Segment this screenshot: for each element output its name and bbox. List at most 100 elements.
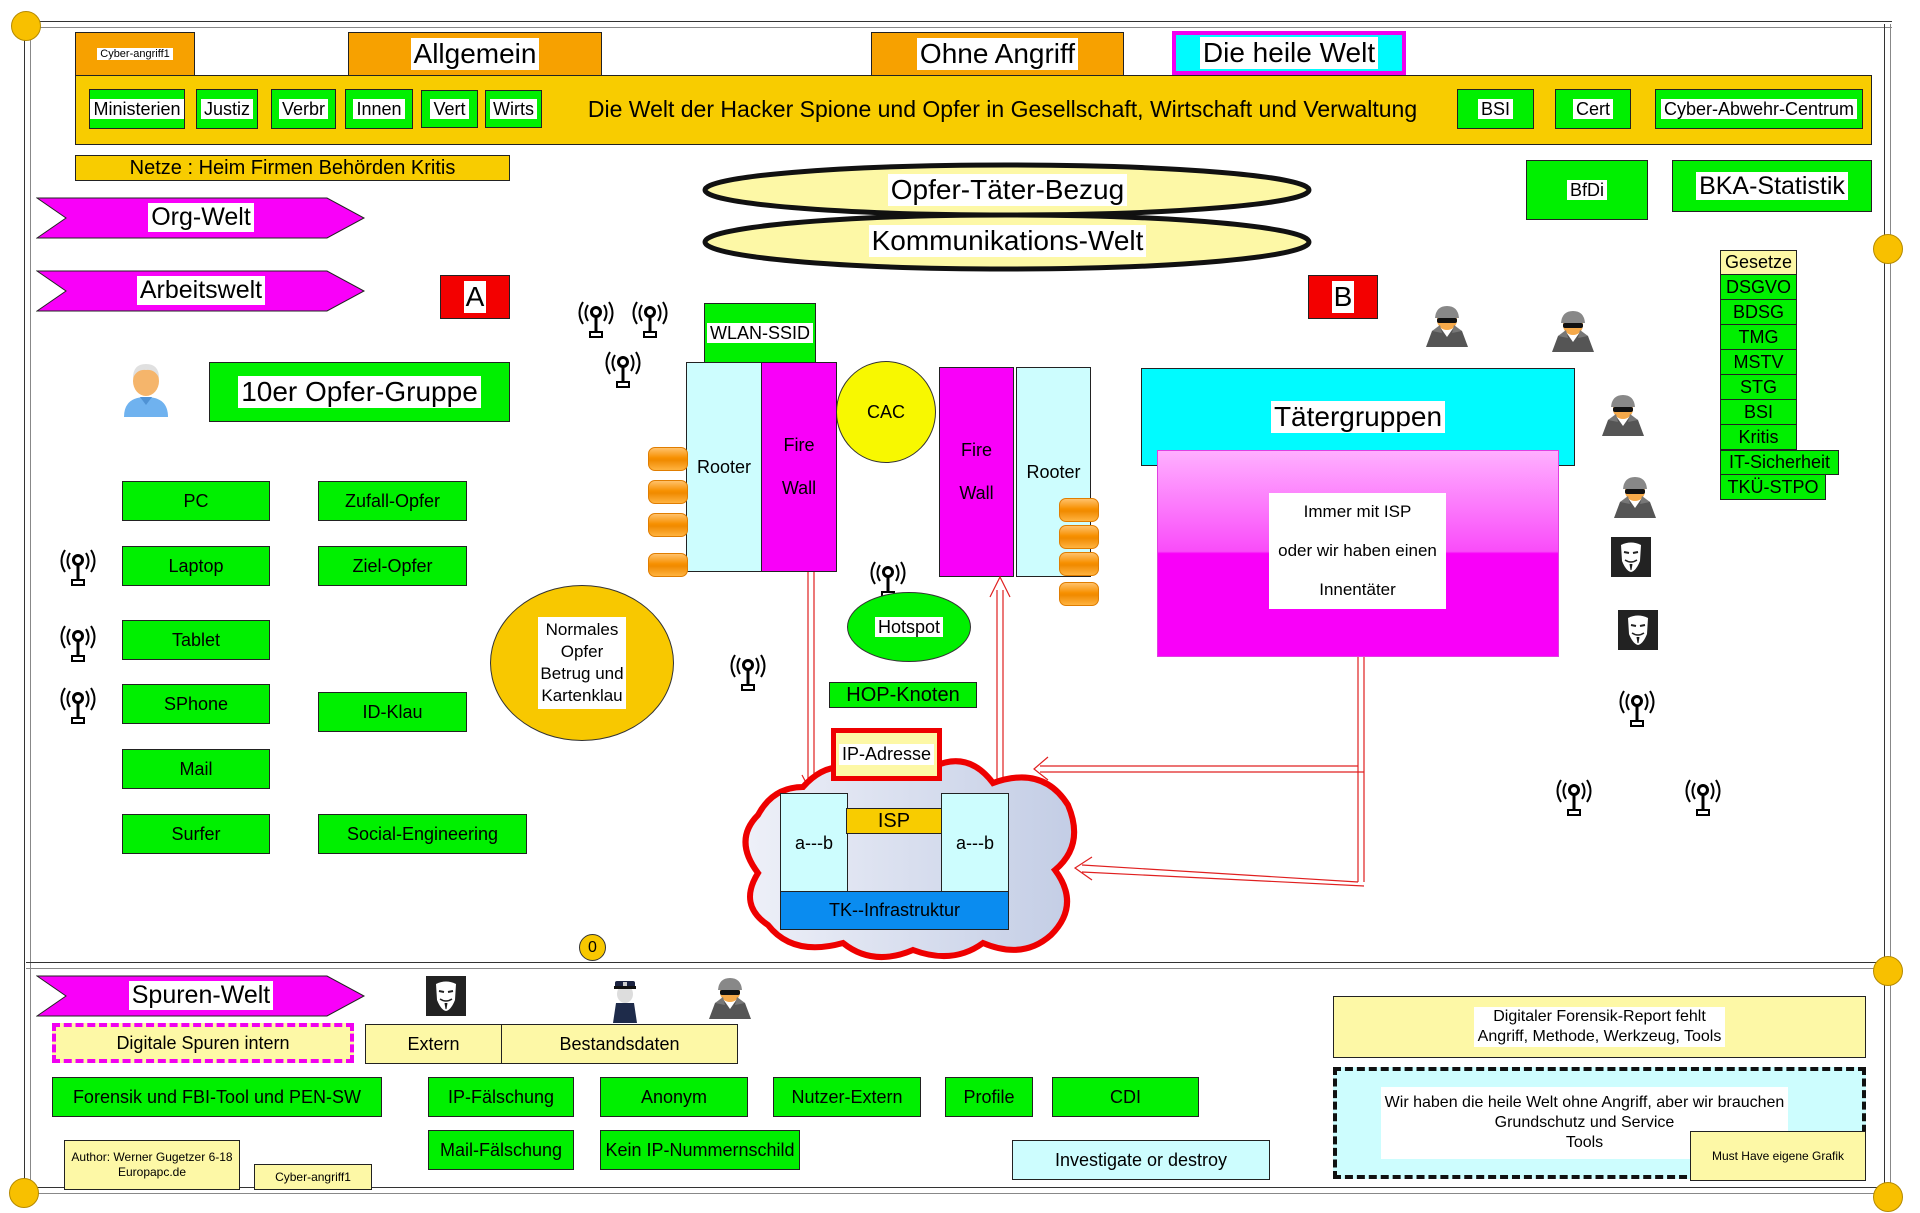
isp-box[interactable]: ISP <box>846 808 942 834</box>
digital-traces-intern[interactable]: Digitale Spuren intern <box>52 1023 354 1063</box>
connector-dot-top-left[interactable] <box>11 11 41 41</box>
hotspot-ellipse[interactable]: Hotspot <box>847 592 971 662</box>
extern-box[interactable]: Extern <box>365 1024 502 1064</box>
connector-dot-bottom-left[interactable] <box>9 1178 39 1208</box>
device-label: Tablet <box>171 629 221 650</box>
ministry-innen[interactable]: Innen <box>345 89 413 129</box>
agency-label: Cert <box>1572 98 1613 120</box>
forensik-report-box[interactable]: Digitaler Forensik-Report fehlt Angriff,… <box>1333 996 1866 1058</box>
perpetrator-groups-box[interactable]: Tätergruppen <box>1141 368 1575 466</box>
tk-infrastructure-box[interactable]: TK--Infrastruktur <box>780 891 1009 930</box>
antenna-icon-right-2 <box>1552 774 1596 818</box>
victim-type-ziel[interactable]: Ziel-Opfer <box>318 546 467 586</box>
law-item[interactable]: STG <box>1720 375 1797 400</box>
normal-victim-line: Betrug und <box>540 664 624 683</box>
law-item[interactable]: TMG <box>1720 325 1797 350</box>
tab-ohne-angriff-label: Ohne Angriff <box>916 37 1079 71</box>
must-have-box[interactable]: Must Have eigene Grafik <box>1690 1131 1866 1181</box>
spy-icon <box>1598 392 1648 436</box>
tag-kein-ip-nummernschild[interactable]: Kein IP-Nummernschild <box>600 1130 800 1170</box>
victim-group-box[interactable]: 10er Opfer-Gruppe <box>209 362 510 422</box>
law-item[interactable]: BDSG <box>1720 300 1797 325</box>
firewall-left[interactable]: Fire Wall <box>761 362 837 572</box>
ip-address-box[interactable]: IP-Adresse <box>831 728 942 781</box>
cyber-angriff-footer-badge: Cyber-angriff1 <box>254 1164 372 1190</box>
victim-type-id-klau[interactable]: ID-Klau <box>318 692 467 732</box>
tab-die-heile-welt[interactable]: Die heile Welt <box>1172 31 1406 75</box>
hop-node-box[interactable]: HOP-Knoten <box>829 682 977 708</box>
connector-dot-right-bottom[interactable] <box>1873 1182 1903 1212</box>
agency-cyber-abwehr-centrum[interactable]: Cyber-Abwehr-Centrum <box>1655 89 1863 129</box>
bfdi-box[interactable]: BfDi <box>1526 160 1648 220</box>
marker-b[interactable]: B <box>1308 275 1378 319</box>
cac-circle[interactable]: CAC <box>836 361 936 463</box>
ab-right-label: a---b <box>955 832 994 853</box>
ab-left-box[interactable]: a---b <box>780 793 848 893</box>
banner-spuren-welt[interactable]: Spuren-Welt <box>36 981 366 1010</box>
tag-profile[interactable]: Profile <box>945 1077 1033 1117</box>
connector-dot-right-middle[interactable] <box>1873 956 1903 986</box>
investigate-box[interactable]: Investigate or destroy <box>1012 1140 1270 1180</box>
router-left[interactable]: Rooter <box>686 362 762 572</box>
tag-anonym[interactable]: Anonym <box>600 1077 748 1117</box>
law-item[interactable]: BSI <box>1720 400 1797 425</box>
agency-cert[interactable]: Cert <box>1555 89 1631 129</box>
anonymous-mask-icon <box>426 976 466 1016</box>
victim-type-zufall[interactable]: Zufall-Opfer <box>318 481 467 521</box>
ministry-justiz[interactable]: Justiz <box>196 89 258 129</box>
victim-type-social-engineering[interactable]: Social-Engineering <box>318 814 527 854</box>
normal-victim-circle[interactable]: Normales Opfer Betrug und Kartenklau <box>490 585 674 741</box>
ministry-vert[interactable]: Vert <box>421 90 478 128</box>
frame-bottom-line <box>26 1187 1892 1194</box>
device-surfer[interactable]: Surfer <box>122 814 270 854</box>
device-tablet[interactable]: Tablet <box>122 620 270 660</box>
ellipse-opfer-taeter-text[interactable]: Opfer-Täter-Bezug <box>700 174 1315 207</box>
wlan-ssid-box[interactable]: WLAN-SSID <box>704 303 816 363</box>
ellipse-kommunikation-text[interactable]: Kommunikations-Welt <box>700 225 1315 258</box>
port-icon <box>1059 552 1099 576</box>
tag-cdi[interactable]: CDI <box>1052 1077 1199 1117</box>
agency-bsi[interactable]: BSI <box>1457 89 1534 129</box>
law-item[interactable]: TKÜ-STPO <box>1720 475 1826 500</box>
port-icon <box>648 480 688 504</box>
firewall-right-line: Wall <box>959 483 994 503</box>
banner-org-welt[interactable]: Org-Welt <box>36 203 366 232</box>
law-item[interactable]: IT-Sicherheit <box>1720 450 1839 475</box>
tag-mail-faelschung[interactable]: Mail-Fälschung <box>428 1130 574 1170</box>
counter-badge[interactable]: 0 <box>579 934 606 961</box>
bestandsdaten-box[interactable]: Bestandsdaten <box>501 1024 738 1064</box>
ab-right-box[interactable]: a---b <box>941 793 1009 893</box>
tab-allgemein[interactable]: Allgemein <box>348 32 602 76</box>
tab-allgemein-label: Allgemein <box>410 37 540 71</box>
normal-victim-line: Kartenklau <box>541 686 623 705</box>
ministry-ministerien[interactable]: Ministerien <box>89 89 185 129</box>
forensik-box[interactable]: Forensik und FBI-Tool und PEN-SW <box>52 1077 382 1117</box>
tag-label: Kein IP-Nummernschild <box>605 1139 795 1160</box>
device-sphone[interactable]: SPhone <box>122 684 270 724</box>
ministry-label: Verbr <box>278 98 329 120</box>
main-banner-title: Die Welt der Hacker Spione und Opfer in … <box>587 96 1418 122</box>
forensik-label: Forensik und FBI-Tool und PEN-SW <box>72 1086 362 1107</box>
ministries-group: Ministerien Justiz Verbr Innen Vert Wirt… <box>89 89 549 129</box>
netze-bar[interactable]: Netze : Heim Firmen Behörden Kritis <box>75 155 510 181</box>
connector-dot-right-upper[interactable] <box>1873 234 1903 264</box>
ministry-wirts[interactable]: Wirts <box>485 90 542 128</box>
marker-a-label: A <box>463 280 487 314</box>
tab-ohne-angriff[interactable]: Ohne Angriff <box>871 32 1124 76</box>
firewall-right[interactable]: Fire Wall <box>939 367 1014 577</box>
tag-ip-faelschung[interactable]: IP-Fälschung <box>428 1077 574 1117</box>
law-item[interactable]: DSGVO <box>1720 275 1797 300</box>
device-mail[interactable]: Mail <box>122 749 270 789</box>
device-laptop[interactable]: Laptop <box>122 546 270 586</box>
law-item[interactable]: MSTV <box>1720 350 1797 375</box>
cyber-angriff-badge[interactable]: Cyber-angriff1 <box>75 32 195 76</box>
ministry-label: Innen <box>353 98 405 120</box>
tag-label: Mail-Fälschung <box>439 1139 563 1160</box>
marker-a[interactable]: A <box>440 275 510 319</box>
banner-arbeitswelt[interactable]: Arbeitswelt <box>36 276 366 305</box>
bka-statistik-box[interactable]: BKA-Statistik <box>1672 160 1872 212</box>
tag-nutzer-extern[interactable]: Nutzer-Extern <box>773 1077 921 1117</box>
law-item[interactable]: Kritis <box>1720 425 1797 450</box>
device-pc[interactable]: PC <box>122 481 270 521</box>
ministry-verbr[interactable]: Verbr <box>271 89 336 129</box>
